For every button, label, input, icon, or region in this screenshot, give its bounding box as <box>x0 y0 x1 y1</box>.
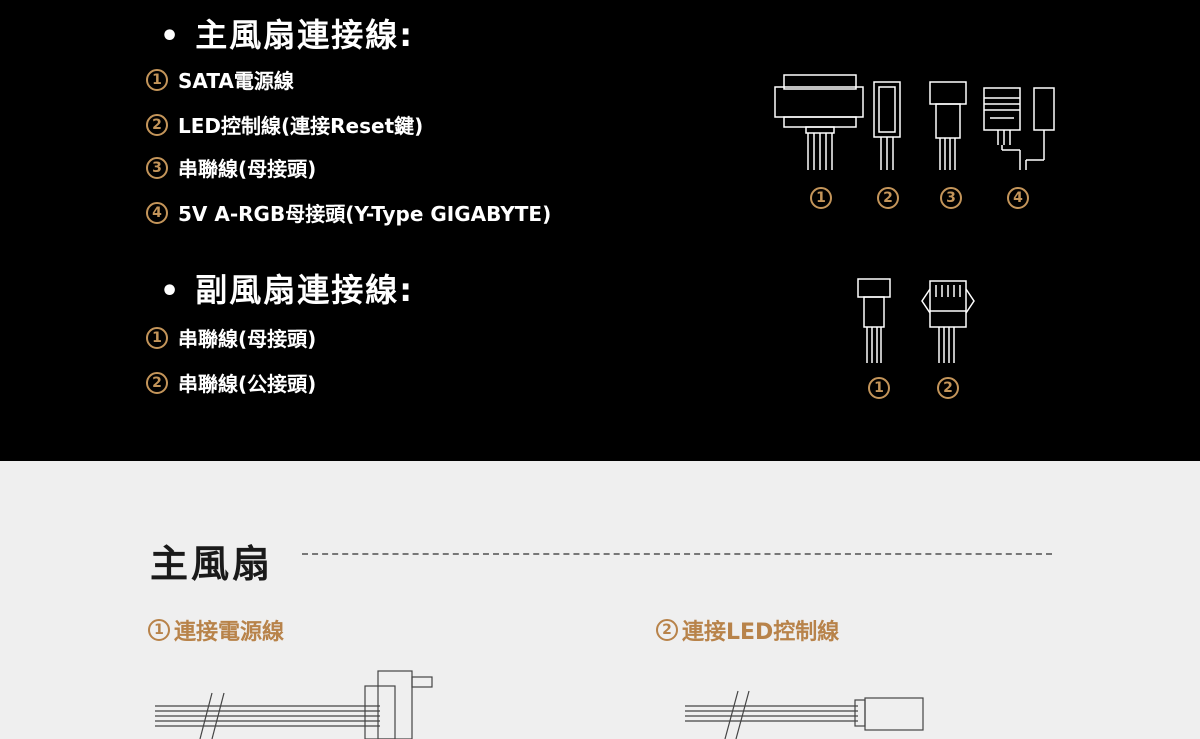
diagram-label-1: 1 <box>810 187 832 209</box>
item-label: LED控制線(連接Reset鍵) <box>178 114 424 138</box>
circled-number: 1 <box>146 68 168 91</box>
led-control-connector-icon <box>873 81 901 170</box>
circled-number: 1 <box>146 326 168 349</box>
sata-connector-icon <box>774 74 864 170</box>
diagram-label-4: 4 <box>1007 187 1029 209</box>
argb-y-connector-icon <box>983 87 1055 170</box>
main-fan-panel: 主風扇 1 連接電源線 2 連接LED控制線 <box>0 461 1200 739</box>
daisy-chain-female-connector-icon <box>929 81 967 170</box>
circled-number: 2 <box>146 371 168 394</box>
item-label: SATA電源線 <box>178 69 294 93</box>
daisy-chain-male-connector-icon <box>921 280 975 363</box>
step-label: 連接LED控制線 <box>682 620 840 645</box>
daisy-chain-female-connector-icon <box>857 278 891 363</box>
secondary-item-2: 2 串聯線(公接頭) <box>146 368 316 397</box>
primary-connectors-diagram <box>774 74 1055 170</box>
secondary-connectors-heading: •副風扇連接線: <box>160 271 414 309</box>
circled-number: 2 <box>146 113 168 136</box>
item-label: 串聯線(母接頭) <box>178 157 317 181</box>
diagram-label-3: 3 <box>940 187 962 209</box>
connector-list-panel: •主風扇連接線: 1 SATA電源線 2 LED控制線(連接Reset鍵) 3 … <box>0 0 1200 461</box>
step-label: 連接電源線 <box>174 620 285 645</box>
circled-number: 3 <box>146 156 168 179</box>
primary-item-2: 2 LED控制線(連接Reset鍵) <box>146 110 423 139</box>
step-1-heading: 1 連接電源線 <box>148 614 284 646</box>
primary-connectors-heading: •主風扇連接線: <box>160 16 414 54</box>
dashed-divider <box>302 553 1052 555</box>
secondary-connectors-diagram <box>857 278 975 363</box>
bullet-icon: • <box>160 19 182 54</box>
bullet-icon: • <box>160 274 182 309</box>
sata-power-cable-illustration <box>155 670 433 739</box>
step-2-heading: 2 連接LED控制線 <box>656 614 839 646</box>
item-label: 串聯線(母接頭) <box>178 327 317 351</box>
primary-item-1: 1 SATA電源線 <box>146 65 294 94</box>
primary-item-4: 4 5V A-RGB母接頭(Y-Type GIGABYTE) <box>146 198 551 227</box>
diagram-label-2: 2 <box>877 187 899 209</box>
diagram-label-2: 2 <box>937 377 959 399</box>
circled-number: 4 <box>146 201 168 224</box>
item-label: 串聯線(公接頭) <box>178 372 317 396</box>
circled-number: 2 <box>656 619 678 641</box>
main-fan-title: 主風扇 <box>150 542 274 586</box>
diagram-label-1: 1 <box>868 377 890 399</box>
primary-item-3: 3 串聯線(母接頭) <box>146 153 316 182</box>
secondary-item-1: 1 串聯線(母接頭) <box>146 323 316 352</box>
circled-number: 1 <box>148 619 170 641</box>
led-control-cable-illustration <box>685 690 924 739</box>
item-label: 5V A-RGB母接頭(Y-Type GIGABYTE) <box>178 202 552 226</box>
